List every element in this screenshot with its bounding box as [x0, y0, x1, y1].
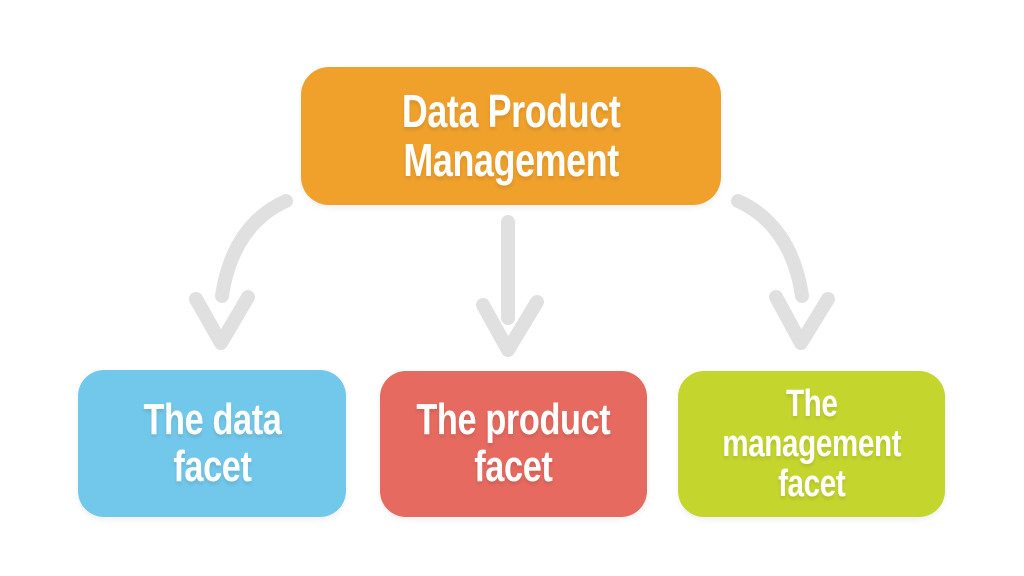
node-label: Data Product Management: [402, 87, 621, 185]
node-label-line-1: The product: [416, 395, 611, 445]
node-label-line-2: facet: [172, 441, 252, 491]
node-label-line-1: Data Product: [401, 85, 621, 138]
node-label-line-2: management: [722, 422, 901, 465]
straight-down-arrow-icon: [476, 215, 544, 357]
node-label-line-1: The data: [142, 394, 281, 444]
node-label-line-1: The: [785, 382, 838, 425]
node-management-facet: The management facet: [678, 371, 945, 517]
node-data-product-management: Data Product Management: [301, 67, 721, 205]
node-label: The management facet: [722, 382, 901, 506]
left-arrow-shaft: [215, 194, 293, 303]
right-arrow-head: [769, 290, 835, 350]
node-product-facet: The product facet: [380, 371, 647, 517]
node-label-line-2: Management: [403, 134, 619, 186]
right-curved-down-arrow-icon: [731, 194, 835, 350]
left-arrow-head: [189, 290, 255, 350]
node-label-line-3: facet: [777, 463, 846, 506]
node-label: The product facet: [416, 397, 610, 490]
node-data-facet: The data facet: [78, 370, 346, 517]
node-label: The data facet: [142, 394, 281, 491]
right-arrow-shaft: [731, 194, 809, 303]
left-curved-down-arrow-icon: [189, 194, 293, 350]
middle-arrow-head: [476, 295, 544, 357]
node-label-line-2: facet: [474, 442, 553, 491]
